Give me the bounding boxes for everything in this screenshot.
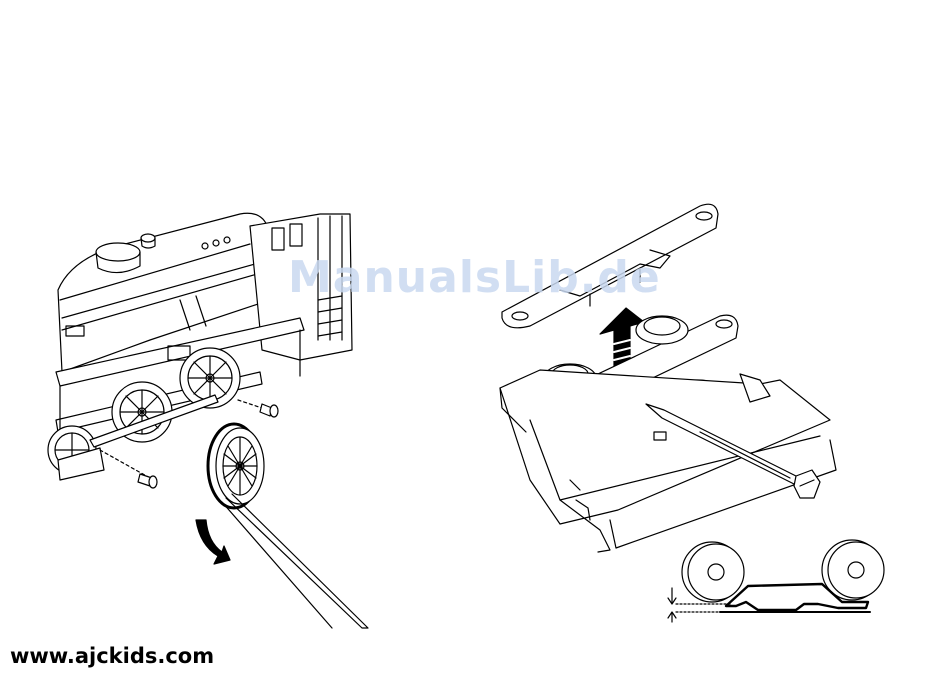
footer-website-url: www.ajckids.com bbox=[10, 644, 214, 668]
watermark-text: ManualsLib.de bbox=[288, 252, 661, 303]
wheel-height-clearance-icon bbox=[668, 540, 884, 622]
